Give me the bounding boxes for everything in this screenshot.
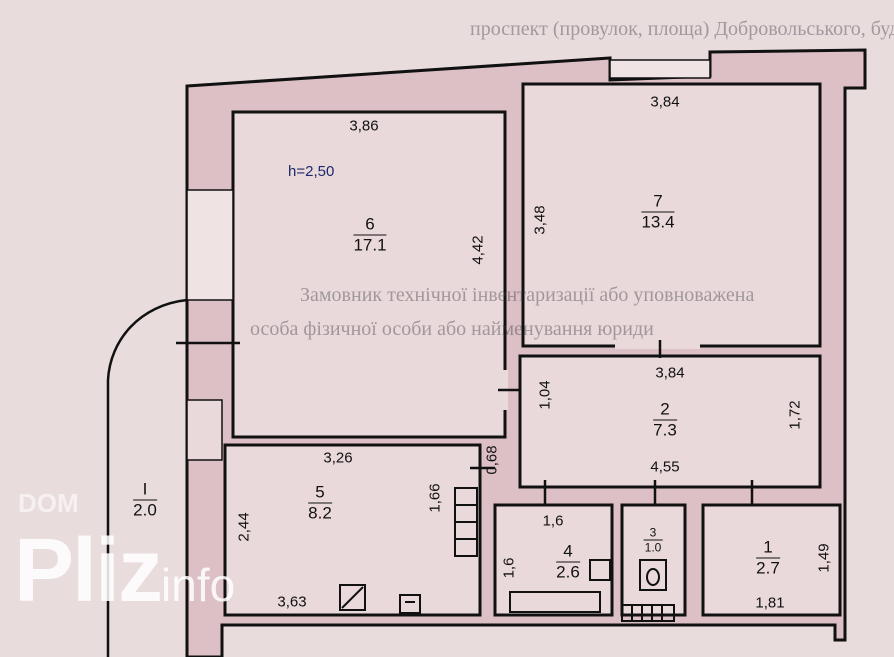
window	[186, 189, 234, 301]
radiator-icon	[454, 487, 478, 557]
sink-icon	[399, 594, 421, 614]
ventilation-icon	[621, 604, 675, 622]
dim-r7-left: 3,48	[531, 205, 549, 235]
dim-r2-bottom: 4,55	[650, 458, 680, 476]
room-2	[518, 354, 822, 489]
dim-r7-top: 3,84	[650, 93, 680, 111]
dim-r2-right: 1,72	[786, 400, 804, 430]
room-4	[493, 503, 614, 617]
dim-r1-bottom: 1,81	[755, 594, 785, 612]
window	[609, 59, 711, 79]
room-6	[231, 110, 507, 439]
washbasin-icon	[589, 559, 611, 581]
stove-icon	[339, 584, 366, 611]
bathtub-icon	[509, 591, 601, 613]
dim-r1-right: 1,49	[815, 543, 833, 573]
dim-r4-top: 1,6	[542, 512, 564, 530]
window	[186, 399, 223, 461]
dim-r5-left: 2,44	[235, 512, 253, 542]
dim-r4-left: 1,6	[500, 557, 518, 579]
corridor-I-outline	[106, 298, 188, 657]
dim-r2-left: 1,04	[536, 380, 554, 410]
watermark-prefix: DOM	[18, 488, 79, 518]
toilet-icon	[639, 559, 667, 591]
dim-r6-right: 4,42	[469, 235, 487, 265]
dim-r5-bottom: 3,63	[277, 593, 307, 611]
dim-passage: 0,68	[483, 445, 501, 475]
dim-r2-top: 3,84	[655, 364, 685, 382]
dim-r6-top: 3,86	[349, 117, 379, 135]
dim-r5-right: 1,66	[426, 483, 444, 513]
watermark-logo: Plizinfo	[14, 521, 236, 621]
dim-r5-top: 3,26	[323, 449, 353, 467]
ceiling-height: h=2,50	[288, 163, 335, 180]
room-1	[701, 503, 842, 617]
room-5	[223, 443, 482, 617]
